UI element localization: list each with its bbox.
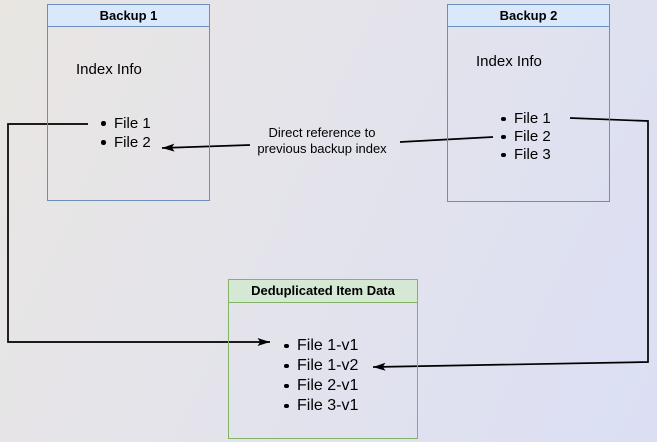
backup1-title: Backup 1 bbox=[48, 5, 209, 27]
list-item: File 2 bbox=[501, 128, 551, 145]
dedup-file-list: File 1-v1 File 1-v2 File 2-v1 File 3-v1 bbox=[283, 336, 359, 416]
backup2-title: Backup 2 bbox=[448, 5, 609, 27]
list-item: File 2 bbox=[101, 134, 151, 151]
list-item: File 3-v1 bbox=[283, 397, 359, 414]
backup2-box: Backup 2 Index Info File 1 File 2 File 3 bbox=[447, 4, 610, 202]
list-item: File 1-v1 bbox=[283, 337, 359, 354]
backup2-file-list: File 1 File 2 File 3 bbox=[501, 110, 551, 164]
dedup-title: Deduplicated Item Data bbox=[229, 280, 417, 303]
deduplicated-item-data-box: Deduplicated Item Data File 1-v1 File 1-… bbox=[228, 279, 418, 439]
reference-arrow-label-line1: Direct reference to bbox=[268, 125, 376, 140]
list-item: File 1 bbox=[101, 115, 151, 132]
list-item: File 2-v1 bbox=[283, 377, 359, 394]
reference-arrow-label-line2: previous backup index bbox=[257, 141, 387, 156]
list-item: File 1-v2 bbox=[283, 357, 359, 374]
backup1-file-list: File 1 File 2 bbox=[101, 114, 151, 152]
backup1-subtitle: Index Info bbox=[76, 61, 142, 78]
backup2-subtitle: Index Info bbox=[476, 53, 542, 70]
list-item: File 3 bbox=[501, 146, 551, 163]
reference-arrow-label: Direct reference to previous backup inde… bbox=[257, 125, 386, 157]
backup1-box: Backup 1 Index Info File 1 File 2 bbox=[47, 4, 210, 201]
list-item: File 1 bbox=[501, 110, 551, 127]
